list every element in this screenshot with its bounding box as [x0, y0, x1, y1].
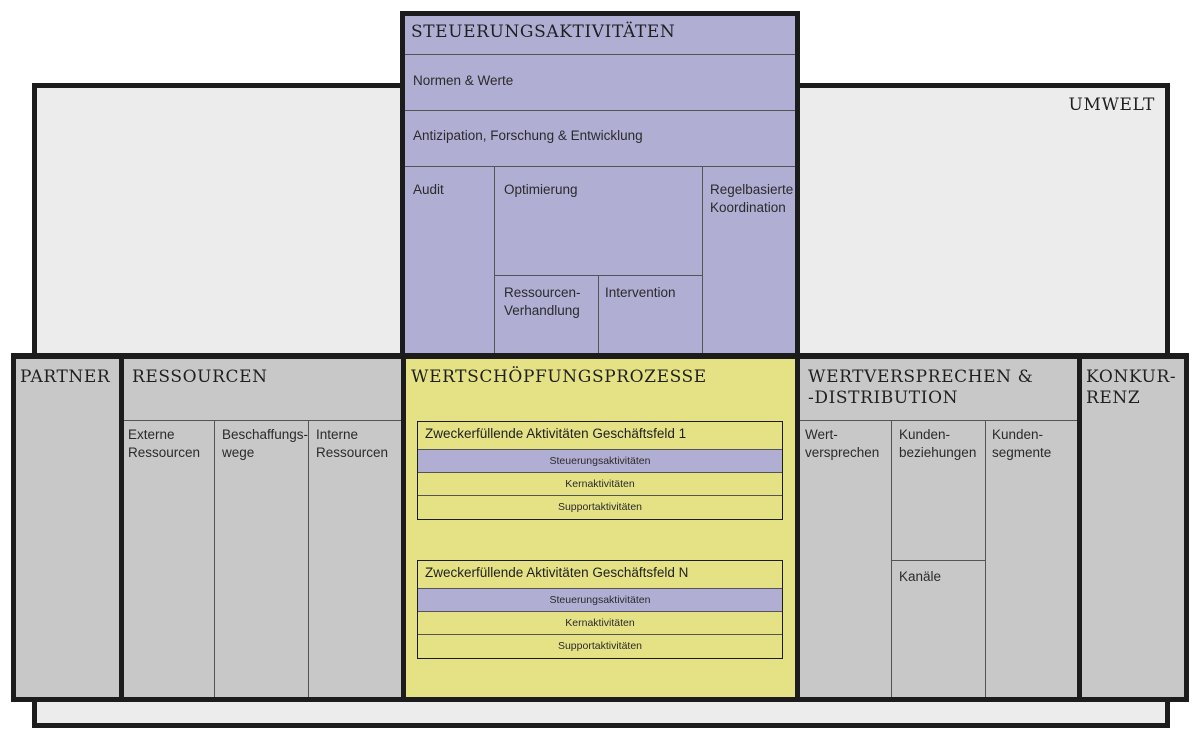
- kernaktivitaeten-row: Kernaktivitäten: [418, 611, 782, 634]
- wertversprechen-label: Wert- versprechen: [805, 427, 880, 460]
- divider: [405, 110, 795, 111]
- geschaeftsfeld-n-box: Zweckerfüllende Aktivitäten Geschäftsfel…: [417, 560, 783, 659]
- steuerungsaktivitaeten-row: Steuerungsaktivitäten: [418, 449, 782, 472]
- optimierung-label: Optimierung: [504, 182, 578, 197]
- geschaeftsfeld-1-box: Zweckerfüllende Aktivitäten Geschäftsfel…: [417, 421, 783, 520]
- antizipation-label: Antizipation, Forschung & Entwicklung: [413, 128, 643, 143]
- kundensegmente-label: Kunden- segmente: [992, 427, 1052, 460]
- ressourcen-panel: RESSOURCEN Externe Ressourcen Beschaffun…: [124, 359, 401, 697]
- intervention-label: Intervention: [605, 285, 676, 300]
- geschaeftsfeld-1-title: Zweckerfüllende Aktivitäten Geschäftsfel…: [425, 426, 687, 441]
- divider: [124, 420, 401, 421]
- divider: [702, 166, 703, 355]
- divider: [800, 420, 1077, 421]
- wertversprechen-panel: WERTVERSPRECHEN & -DISTRIBUTION Wert- ve…: [800, 359, 1077, 697]
- wertschoepfungsprozesse-title: WERTSCHÖPFUNGSPROZESSE: [411, 367, 707, 387]
- divider: [891, 560, 985, 561]
- umwelt-title: UMWELT: [1068, 95, 1155, 115]
- ressourcen-title: RESSOURCEN: [132, 367, 268, 387]
- konkurrenz-panel: KONKUR- RENZ: [1082, 359, 1184, 697]
- steuerungsaktivitaeten-row: Steuerungsaktivitäten: [418, 588, 782, 611]
- partner-title: PARTNER: [20, 367, 111, 387]
- beschaffungswege-label: Beschaffungs- wege: [222, 427, 309, 460]
- kanaele-label: Kanäle: [899, 569, 942, 584]
- kundenbeziehungen-label: Kunden- beziehungen: [899, 427, 977, 460]
- steuerungsaktivitaeten-block: STEUERUNGSAKTIVITÄTEN Normen & Werte Ant…: [400, 11, 800, 360]
- divider: [891, 420, 892, 697]
- supportaktivitaeten-row: Supportaktivitäten: [418, 495, 782, 518]
- divider: [214, 420, 215, 697]
- interne-ressourcen-label: Interne Ressourcen: [316, 427, 389, 460]
- normen-werte-label: Normen & Werte: [413, 73, 514, 88]
- externe-ressourcen-label: Externe Ressourcen: [128, 427, 201, 460]
- supportaktivitaeten-row: Supportaktivitäten: [418, 634, 782, 657]
- regelbasierte-koordination-label: Regelbasierte Koordination: [710, 182, 794, 215]
- wertversprechen-title: WERTVERSPRECHEN & -DISTRIBUTION: [808, 367, 1034, 408]
- steuerungsaktivitaeten-title: STEUERUNGSAKTIVITÄTEN: [411, 22, 676, 42]
- divider: [985, 420, 986, 697]
- geschaeftsfeld-n-title: Zweckerfüllende Aktivitäten Geschäftsfel…: [425, 565, 689, 580]
- kernaktivitaeten-row: Kernaktivitäten: [418, 472, 782, 495]
- ressourcen-verhandlung-label: Ressourcen- Verhandlung: [504, 285, 581, 318]
- divider: [598, 275, 599, 355]
- wertschoepfungsprozesse-panel: WERTSCHÖPFUNGSPROZESSE Zweckerfüllende A…: [406, 359, 795, 697]
- konkurrenz-title: KONKUR- RENZ: [1086, 367, 1177, 408]
- divider: [405, 166, 795, 167]
- divider: [308, 420, 309, 697]
- divider: [494, 166, 495, 355]
- audit-label: Audit: [413, 182, 444, 197]
- partner-panel: PARTNER: [16, 359, 119, 697]
- divider: [405, 54, 795, 55]
